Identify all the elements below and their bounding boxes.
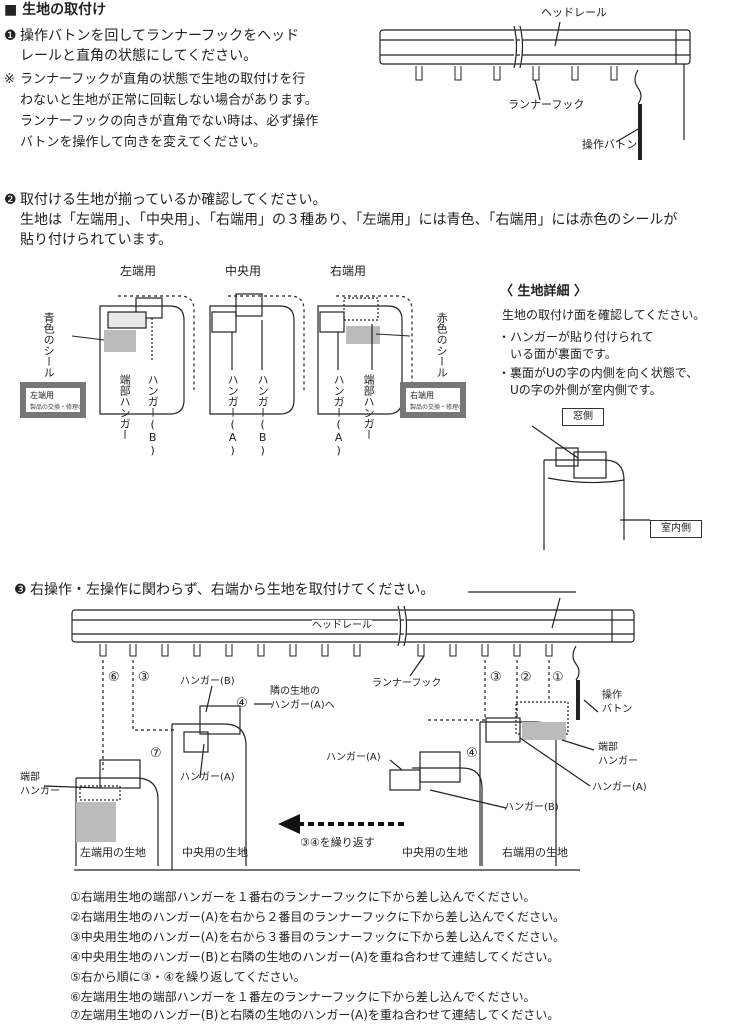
s3-end-hanger-left-2: ハンガー [20, 786, 60, 797]
s3-circle-1: ① [552, 670, 564, 685]
instruction-5: ⑤右から順に③・④を繰り返してください。 [70, 970, 306, 984]
step2-num: ❷ [4, 192, 17, 208]
s3-hanger-a-center: ハンガー(A) [180, 772, 235, 783]
sticker-left-text: 製品の交換・修理の際はこちらまでご連絡ください [30, 404, 80, 411]
fig1-headrail-label: ヘッドレール [541, 6, 607, 19]
fig1-baton-label: 操作バトン [582, 138, 638, 151]
s3-baton-label-1: 操作 [602, 690, 622, 701]
sticker-left: 左端用 製品の交換・修理の際はこちらまでご連絡ください [20, 382, 86, 418]
s3-neighbor-2: ハンガー(A)へ [270, 700, 335, 711]
instruction-6: ⑥左端用生地の端部ハンガーを１番左のランナーフックに下から差し込んでください。 [70, 990, 536, 1004]
center-hanger-a-label: ハンガー(A) [226, 374, 240, 457]
note-line3: ランナーフックの向きが直角でない時は、必ず操作 [20, 114, 319, 129]
instruction-1: ①右端用生地の端部ハンガーを１番右のランナーフックに下から差し込んでください。 [70, 890, 536, 904]
instruction-7: ⑦左端用生地のハンガー(B)と右隣の生地のハンガー(A)を重ね合わせて連結してく… [70, 1008, 560, 1022]
detail-b1a: ・ハンガーが貼り付けられて [498, 330, 654, 344]
step3-text: 右操作・左操作に関わらず、右端から生地を取付けてください。 [30, 582, 435, 598]
s3-hanger-a-right: ハンガー(A) [326, 752, 381, 763]
sticker-right: 右端用 製品の交換・修理の際はこちらまでご連絡ください [400, 382, 466, 418]
step2-line2: 生地は「左端用」、「中央用」、「右端用」の３種あり、「左端用」には青色、「右端用… [20, 212, 678, 228]
detail-b2a: ・裏面がUの字の内側を向く状態で、 [498, 366, 699, 380]
s3-end-hanger-right-1: 端部 [598, 742, 618, 753]
left-end-hanger-label: 端部ハンガー [118, 374, 132, 440]
note-mark: ※ [4, 72, 15, 87]
note-line1: ランナーフックが直角の状態で生地の取付けを行 [20, 72, 306, 87]
s3-hanger-b-right: ハンガー(B) [504, 802, 559, 813]
step2-line1: 取付ける生地が揃っているか確認してください。 [20, 192, 327, 208]
s3-fabric-center2: 中央用の生地 [402, 846, 468, 859]
instruction-2: ②右端用生地のハンガー(A)を右から２番目のランナーフックに下から差し込んでくだ… [70, 910, 566, 924]
right-end-hanger-label: 端部ハンガー [362, 374, 376, 440]
s3-fabric-center: 中央用の生地 [182, 846, 248, 859]
step2-line3: 貼り付けられています。 [20, 232, 173, 248]
fig1-runner-label: ランナーフック [508, 98, 585, 111]
window-side-label: 窓側 [562, 408, 604, 426]
step1-line1: 操作バトンを回してランナーフックをヘッド [20, 28, 300, 44]
center-hanger-b-label: ハンガー(B) [256, 374, 270, 457]
detail-b2b: Uの字の外側が室内側です。 [510, 383, 662, 397]
s3-circle-3a: ③ [138, 670, 150, 685]
note-line2: わないと生地が正常に回転しない場合があります。 [20, 93, 318, 108]
step1-num: ❶ [4, 28, 17, 44]
s3-runner-label: ランナーフック [372, 678, 442, 689]
sticker-left-title: 左端用 [30, 391, 54, 400]
right-hanger-a-label: ハンガー(A) [332, 374, 346, 457]
step1-line2: レールと直角の状態にしてください。 [20, 48, 258, 64]
s3-hanger-a-far: ハンガー(A) [592, 782, 647, 793]
s3-end-hanger-left-1: 端部 [20, 772, 40, 783]
room-side-label: 室内側 [650, 520, 702, 538]
instruction-4: ④中央用生地のハンガー(B)と右隣の生地のハンガー(A)を重ね合わせて連結してく… [70, 950, 560, 964]
detail-line1: 生地の取付け面を確認してください。 [502, 308, 706, 322]
instruction-3: ③中央用生地のハンガー(A)を右から３番目のランナーフックに下から差し込んでくだ… [70, 930, 566, 944]
s3-end-hanger-right-2: ハンガー [598, 756, 638, 767]
s3-hanger-b-top: ハンガー(B) [180, 676, 235, 687]
sticker-right-text: 製品の交換・修理の際はこちらまでご連絡ください [410, 404, 460, 411]
s3-fabric-right: 右端用の生地 [502, 846, 568, 859]
s3-headrail-label: ヘッドレール [312, 620, 372, 633]
s3-circle-4a: ④ [236, 696, 248, 711]
s3-repeat-label: ③④を繰り返す [300, 836, 375, 849]
s3-baton-label-2: バトン [602, 704, 633, 715]
detail-b1b: いる面が裏面です。 [510, 347, 617, 361]
sticker-right-title: 右端用 [410, 391, 434, 400]
s3-neighbor-1: 隣の生地の [270, 686, 320, 697]
note-line4: バトンを操作して向きを変えてください。 [20, 135, 266, 150]
s3-circle-4b: ④ [466, 746, 478, 761]
s3-circle-7: ⑦ [150, 746, 162, 761]
blue-seal-label: 青色のシール [42, 312, 56, 378]
label-left-fabric: 左端用 [120, 264, 157, 278]
s3-circle-3b: ③ [490, 670, 502, 685]
label-center-fabric: 中央用 [225, 264, 262, 278]
step3-num: ❸ [14, 582, 27, 598]
left-hanger-b-label: ハンガー(B) [146, 374, 160, 457]
s3-fabric-left: 左端用の生地 [80, 846, 146, 859]
s3-circle-6: ⑥ [108, 670, 120, 685]
detail-heading: 〈 生地詳細 〉 [500, 284, 588, 299]
section-title: ■ 生地の取付け [4, 2, 107, 18]
red-seal-label: 赤色のシール [435, 312, 449, 378]
s3-circle-2: ② [520, 670, 532, 685]
label-right-fabric: 右端用 [330, 264, 367, 278]
